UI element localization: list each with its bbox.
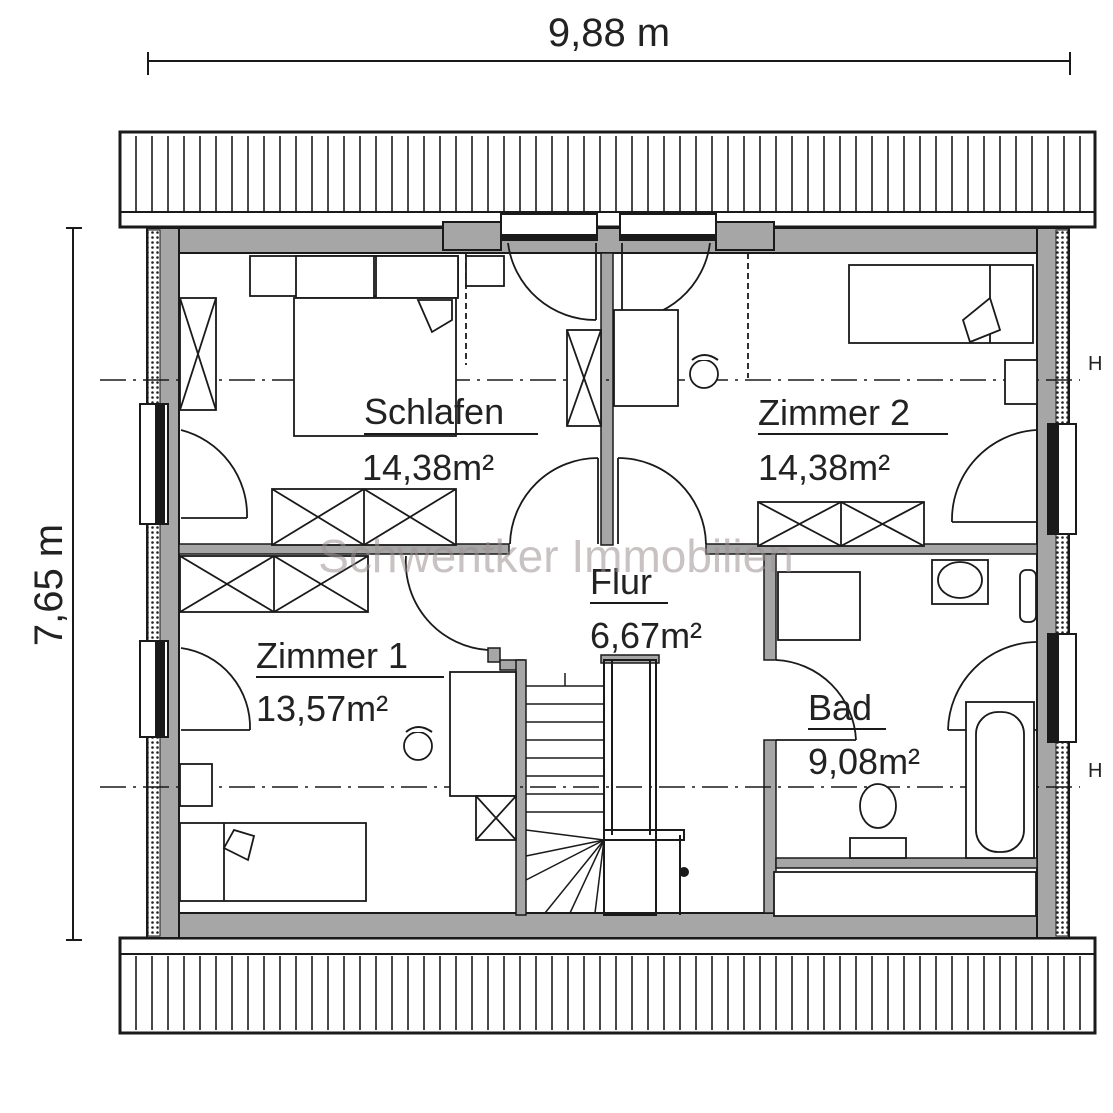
room-area-bad: 9,08m²: [808, 741, 920, 782]
room-name-schlafen: Schlafen: [364, 391, 504, 432]
room-area-schlafen: 14,38m²: [362, 447, 494, 488]
room-name-zimmer1: Zimmer 1: [256, 635, 408, 676]
section-marker-top: H: [1088, 353, 1102, 375]
roof-top: [118, 130, 1097, 229]
chairs: [405, 354, 719, 733]
width-dimension: [147, 52, 1071, 75]
staircase: [525, 673, 605, 914]
height-dimension: [66, 227, 82, 941]
room-area-zimmer1: 13,57m²: [256, 688, 388, 729]
room-name-bad: Bad: [808, 687, 872, 728]
insulation-left: [147, 229, 161, 937]
room-label-zimmer1: Zimmer 1 13,57m²: [256, 635, 444, 729]
side-windows: [139, 403, 1077, 743]
section-marker-bottom: H: [1088, 760, 1102, 782]
roof-bottom: [118, 936, 1097, 1035]
furniture: [179, 253, 1038, 917]
top-windows: [442, 213, 775, 251]
room-label-flur: Flur 6,67m²: [590, 561, 702, 656]
room-label-bad: Bad 9,08m²: [808, 687, 920, 782]
room-area-zimmer2: 14,38m²: [758, 447, 890, 488]
door-swings: [180, 242, 1037, 741]
insulation-right: [1055, 229, 1069, 937]
height-dimension-label: 7,65 m: [27, 524, 71, 646]
watermark: Schwentker Immobilien: [318, 530, 794, 582]
room-area-flur: 6,67m²: [590, 615, 702, 656]
room-label-schlafen: Schlafen 14,38m²: [362, 391, 538, 488]
width-dimension-label: 9,88 m: [548, 11, 670, 55]
room-name-flur: Flur: [590, 561, 652, 602]
stair-railing: [603, 659, 689, 916]
room-name-zimmer2: Zimmer 2: [758, 392, 910, 433]
room-label-zimmer2: Zimmer 2 14,38m²: [758, 392, 948, 488]
